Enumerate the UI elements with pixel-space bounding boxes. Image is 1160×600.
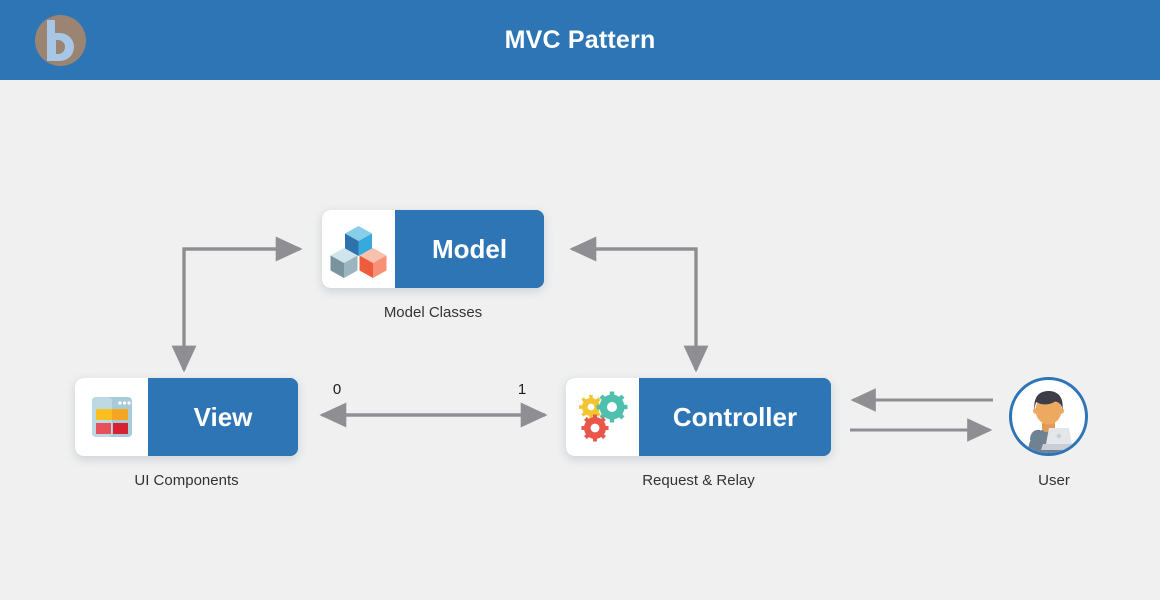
logo-glyph (47, 20, 74, 61)
node-model[interactable]: Model (322, 210, 544, 288)
node-user[interactable] (1009, 377, 1088, 456)
controller-caption: Request & Relay (642, 472, 755, 489)
edge-label-zero: 0 (332, 381, 342, 398)
edge-model-controller (569, 236, 709, 373)
diagram-arrow-layer (171, 236, 993, 442)
logo-stem (47, 20, 55, 61)
view-caption: UI Components (134, 472, 239, 489)
browser-window-icon (92, 397, 132, 437)
controller-label: Controller (639, 378, 831, 456)
model-icon-pane (322, 210, 395, 288)
brand-b-circle-logo-icon (35, 15, 86, 66)
app-header: MVC Pattern (0, 0, 1160, 80)
edge-label-one: 1 (517, 381, 527, 398)
logo-bowl-hole (56, 40, 65, 54)
node-controller[interactable]: Controller (566, 378, 831, 456)
user-caption: User (1038, 472, 1070, 489)
model-label: Model (395, 210, 544, 288)
view-icon-pane (75, 378, 148, 456)
page-title: MVC Pattern (504, 26, 656, 54)
model-caption: Model Classes (383, 304, 483, 321)
edge-view-model (171, 236, 303, 373)
view-label: View (148, 378, 298, 456)
node-view[interactable]: View (75, 378, 298, 456)
gears-icon (579, 391, 628, 442)
3d-cubes-icon (330, 226, 387, 278)
controller-icon-pane (566, 378, 639, 456)
diagram-canvas: 0 1 Model Model Classes (0, 80, 1160, 600)
user-with-laptop-avatar-icon (1028, 391, 1077, 453)
